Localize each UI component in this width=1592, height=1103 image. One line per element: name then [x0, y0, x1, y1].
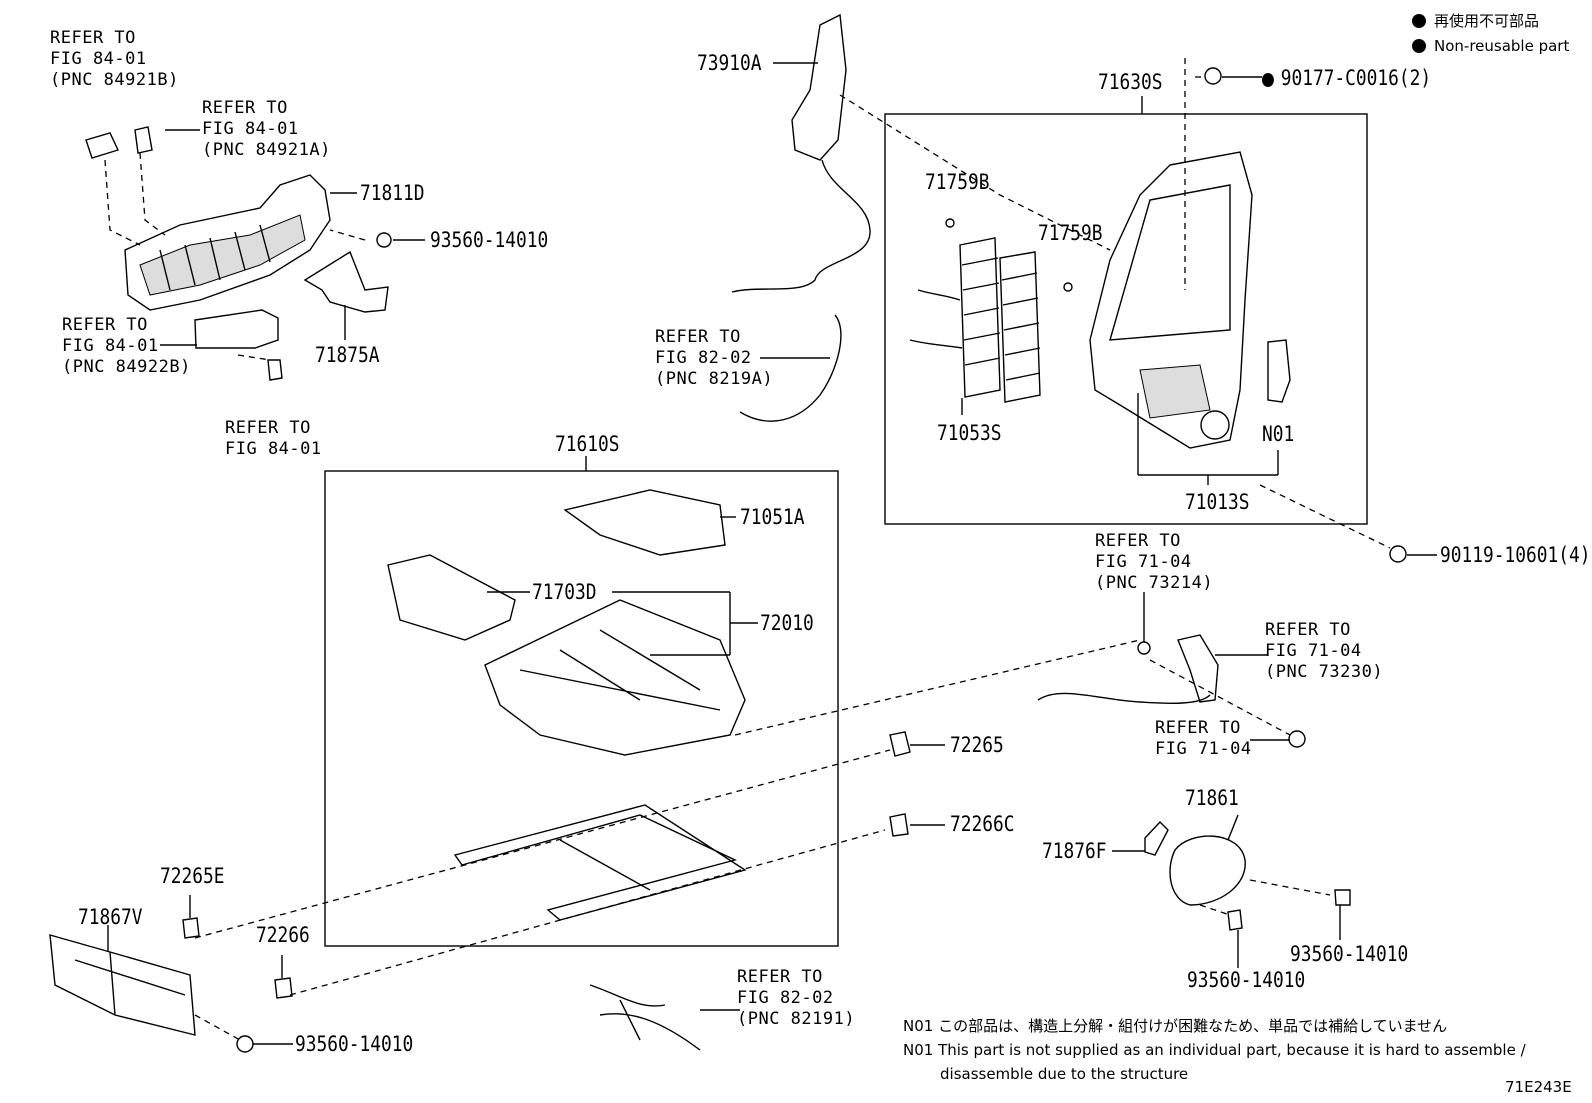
part-71876f: 71876F: [1042, 839, 1107, 863]
part-n01-drawing: [1267, 339, 1291, 403]
leader-lines: [107, 62, 1437, 1045]
part-71610s: 71610S: [555, 432, 620, 456]
wire-82-02-drawing: [739, 314, 842, 422]
part-71875a: 71875A: [315, 343, 380, 367]
side-airbag-drawing: [791, 13, 847, 161]
cover-71861-drawing: [1169, 835, 1246, 906]
part-93560-c: 93560-14010: [1187, 968, 1306, 992]
seat-frame-assembly-box: [324, 470, 839, 947]
part-72265: 72265: [950, 733, 1004, 757]
nut-71-04-drawing: [1288, 730, 1306, 748]
bolt-90119-drawing: [1389, 545, 1407, 563]
switch-84922b-drawing: [194, 309, 279, 349]
airbag-wire-drawing: [731, 159, 871, 293]
wire-82-02-b-drawing: [589, 984, 701, 1051]
part-71759b-2: 71759B: [1038, 221, 1103, 245]
seat-adjuster-72010-drawing: [484, 599, 746, 756]
bracket-71875a-drawing: [303, 250, 389, 313]
legend-jp-text: 再使用不可部品: [1434, 12, 1540, 30]
part-71703d: 71703D: [532, 580, 597, 604]
part-93560-b: 93560-14010: [295, 1032, 414, 1056]
part-72266c: 72266C: [950, 812, 1015, 836]
part-71053s: 71053S: [937, 421, 1002, 445]
seatback-assembly-box: [884, 113, 1368, 525]
bracket-71876f-drawing: [1144, 820, 1169, 856]
clip-72266-drawing: [274, 977, 293, 999]
cushion-pan-71703d-drawing: [387, 554, 516, 641]
part-71861: 71861: [1185, 786, 1239, 810]
part-71811d: 71811D: [360, 181, 425, 205]
part-73910a: 73910A: [697, 51, 762, 75]
bolt-93560-a-drawing: [376, 232, 392, 248]
legend-jp: 再使用不可部品: [1412, 10, 1539, 33]
part-93560-d: 93560-14010: [1290, 942, 1409, 966]
part-90119: 90119-10601(4): [1440, 543, 1591, 567]
cushion-pad-drawing: [124, 174, 331, 311]
bullet-icon: [1412, 39, 1426, 53]
part-71013s: 71013S: [1185, 490, 1250, 514]
dashed-guides: [104, 58, 1391, 1041]
nut-90177-drawing: [1204, 67, 1222, 85]
seat-track-drawing: [453, 804, 747, 921]
part-93560-a: 93560-14010: [430, 228, 549, 252]
cover-71867v-drawing: [49, 934, 196, 1036]
bolt-a-drawing: [267, 359, 283, 381]
legend-en-text: Non-reusable part: [1434, 37, 1570, 55]
part-72010: 72010: [760, 611, 814, 635]
part-72266: 72266: [256, 923, 310, 947]
part-n01: N01: [1262, 422, 1295, 446]
buckle-wire-drawing: [1037, 692, 1211, 704]
note-jp: N01 この部品は、構造上分解・組付けが困難なため、単品では補給していません: [903, 1017, 1448, 1035]
screw-c-drawing: [1227, 909, 1243, 931]
figure-id: 71E243E: [1505, 1078, 1572, 1096]
buckle-drawing: [1177, 634, 1219, 703]
part-71759b-1: 71759B: [925, 170, 990, 194]
part-71630s: 71630S: [1098, 70, 1163, 94]
clip-72265e-drawing: [182, 917, 200, 939]
note-en-1: N01 This part is not supplied as an indi…: [903, 1041, 1526, 1059]
clip-84921b-drawing: [85, 132, 119, 159]
seatback-frame-drawing: [1089, 151, 1253, 449]
non-reusable-bullet-icon: [1262, 73, 1274, 87]
legend-en: Non-reusable part: [1412, 35, 1569, 58]
cushion-frame-71051a-drawing: [563, 489, 726, 556]
note-en-2: disassemble due to the structure: [940, 1065, 1189, 1083]
spring-mat-drawing: [909, 237, 1041, 403]
clip-71759b-2-drawing: [1063, 282, 1073, 292]
clip-72266c-drawing: [889, 813, 909, 837]
part-90177: 90177-C0016(2): [1262, 66, 1431, 90]
bullet-icon: [1412, 14, 1426, 28]
clip-71759b-1-drawing: [945, 218, 955, 228]
part-72265e: 72265E: [160, 864, 225, 888]
clip-72265-drawing: [889, 731, 911, 757]
part-71867v: 71867V: [78, 905, 143, 929]
screw-93560-b-drawing: [236, 1035, 254, 1053]
nut-73214-drawing: [1137, 641, 1151, 655]
part-71051a: 71051A: [740, 505, 805, 529]
clip-84921a-drawing: [134, 126, 153, 154]
screw-d-drawing: [1334, 889, 1351, 906]
